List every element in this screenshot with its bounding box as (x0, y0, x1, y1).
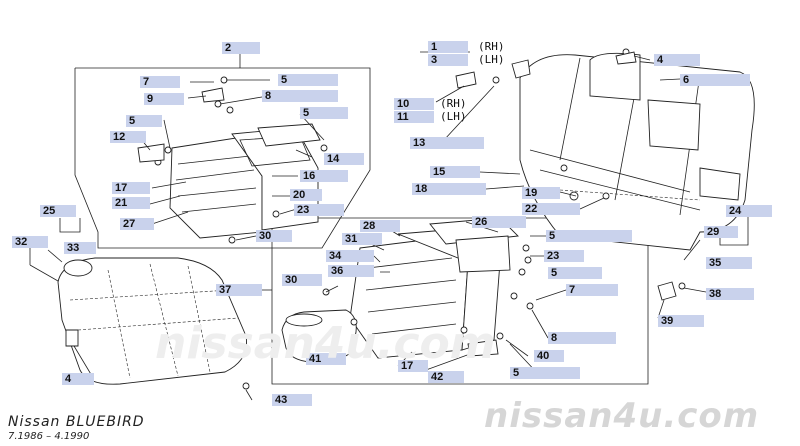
callout-5-a: 5 (278, 74, 338, 86)
callout-35: 35 (706, 257, 752, 269)
callout-11: 11 (394, 111, 434, 123)
callout-30-b: 30 (282, 274, 322, 286)
callout-33: 33 (64, 242, 96, 254)
callout-14: 14 (324, 153, 364, 165)
callout-7: 7 (140, 76, 180, 88)
watermark: nissan4u.com (484, 396, 760, 436)
callout-4-b: 4 (62, 373, 94, 385)
callout-5-b: 5 (300, 107, 348, 119)
callout-40: 40 (534, 350, 564, 362)
callout-5-f: 5 (510, 367, 580, 379)
callout-12: 12 (110, 131, 146, 143)
callout-19: 19 (522, 187, 560, 199)
callout-37: 37 (216, 284, 262, 296)
callout-25: 25 (40, 205, 76, 217)
callout-2: 2 (222, 42, 260, 54)
model-name: Nissan BLUEBIRD (8, 414, 145, 430)
callout-8-a: 8 (262, 90, 338, 102)
callout-38: 38 (706, 288, 754, 300)
callout-23-b: 23 (544, 250, 584, 262)
callout-1: 1 (428, 41, 468, 53)
model-years: 7.1986 – 4.1990 (8, 431, 90, 442)
callout-23-a: 23 (294, 204, 344, 216)
callout-9: 9 (144, 93, 184, 105)
callout-41: 41 (306, 353, 346, 365)
callout-10: 10 (394, 98, 434, 110)
callout-5-c: 5 (126, 115, 162, 127)
callout-43: 43 (272, 394, 312, 406)
callout-21: 21 (112, 197, 150, 209)
lh-note-1: (LH) (478, 53, 505, 66)
rh-note-2: (RH) (440, 97, 467, 110)
callout-29: 29 (704, 226, 738, 238)
callout-7-b: 7 (566, 284, 618, 296)
lh-note-2: (LH) (440, 110, 467, 123)
callout-30-a: 30 (256, 230, 292, 242)
callout-13: 13 (410, 137, 484, 149)
callout-31: 31 (342, 233, 382, 245)
callout-16: 16 (300, 170, 348, 182)
callout-15: 15 (430, 166, 480, 178)
callout-5-d: 5 (546, 230, 632, 242)
callout-20: 20 (290, 189, 322, 201)
callout-18: 18 (412, 183, 486, 195)
callout-17-b: 17 (398, 360, 428, 372)
callout-17-a: 17 (112, 182, 150, 194)
callout-28: 28 (360, 220, 400, 232)
callout-3: 3 (428, 54, 468, 66)
callout-6: 6 (680, 74, 750, 86)
callout-34: 34 (326, 250, 374, 262)
rh-note-1: (RH) (478, 40, 505, 53)
callout-26: 26 (472, 216, 526, 228)
callout-42: 42 (428, 371, 464, 383)
callout-8-b: 8 (548, 332, 616, 344)
callout-4-a: 4 (654, 54, 700, 66)
callout-24: 24 (726, 205, 772, 217)
callout-32: 32 (12, 236, 48, 248)
callout-5-e: 5 (548, 267, 602, 279)
callout-27: 27 (120, 218, 154, 230)
callout-22: 22 (522, 203, 580, 215)
watermark-center: nissan4u.com (155, 318, 496, 369)
callout-39: 39 (658, 315, 704, 327)
callout-36: 36 (328, 265, 374, 277)
